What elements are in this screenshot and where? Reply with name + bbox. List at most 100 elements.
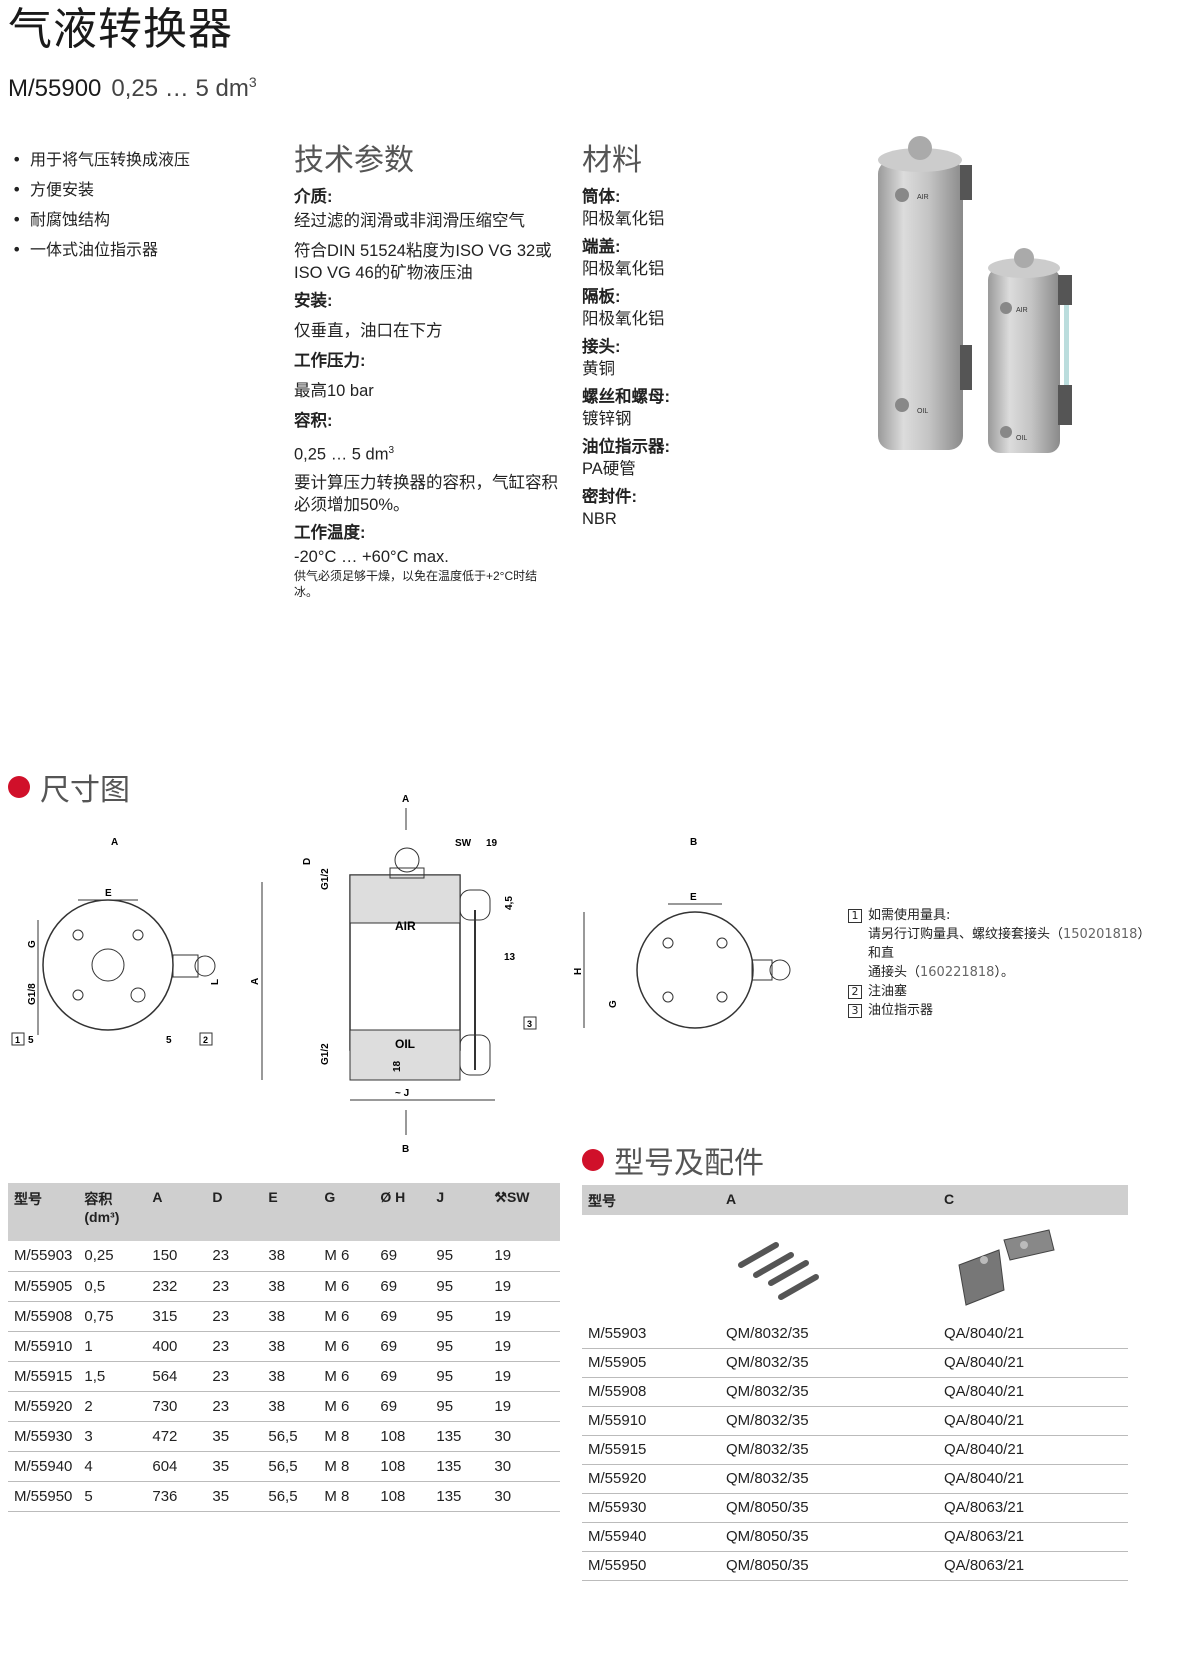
- col-header: D: [206, 1183, 263, 1241]
- dim-label: 19: [486, 838, 498, 849]
- table-cell: M/55920: [582, 1464, 720, 1494]
- table-cell: M 6: [318, 1241, 375, 1272]
- table-cell: 56,5: [262, 1421, 319, 1452]
- table-cell: QA/8040/21: [938, 1377, 1128, 1407]
- pin-set-image: [738, 1242, 819, 1300]
- table-cell: 19: [488, 1301, 560, 1332]
- material-value: 黄铜: [582, 360, 615, 378]
- table-cell: QM/8032/35: [720, 1319, 938, 1349]
- table-cell: QA/8040/21: [938, 1406, 1128, 1436]
- table-cell: 604: [146, 1451, 207, 1482]
- table-cell: 69: [374, 1361, 431, 1392]
- table-cell: 95: [430, 1301, 489, 1332]
- table-cell: QM/8032/35: [720, 1406, 938, 1436]
- table-cell: 38: [262, 1391, 319, 1422]
- table-cell: QM/8032/35: [720, 1377, 938, 1407]
- table-cell: 38: [262, 1271, 319, 1302]
- dim-label: 18: [392, 1060, 403, 1072]
- callout-number: 3: [527, 1019, 532, 1029]
- table-cell: 400: [146, 1331, 207, 1362]
- air-label: AIR: [917, 194, 929, 201]
- table-cell: 135: [430, 1421, 489, 1452]
- table-cell: M/55950: [582, 1551, 720, 1581]
- drawing-view-b: B E H G: [573, 837, 791, 1029]
- spec-label: 介质:: [294, 188, 333, 206]
- table-header-row: 型号 容积(dm³) A D E G Ø H J ⚒SW: [8, 1183, 560, 1241]
- dim-label: A: [250, 978, 261, 985]
- table-cell: 95: [430, 1391, 489, 1422]
- table-cell: M 6: [318, 1301, 375, 1332]
- col-header: 型号: [8, 1183, 79, 1241]
- table-cell: QM/8050/35: [720, 1522, 938, 1552]
- spec-label: 工作温度:: [294, 523, 366, 542]
- dim-label: 5: [28, 1035, 34, 1046]
- dim-label: 4,5: [504, 896, 515, 910]
- dim-label: G1/2: [320, 1043, 331, 1065]
- table-cell: M 8: [318, 1451, 375, 1482]
- material-label: 筒体:: [582, 188, 621, 206]
- table-cell: 0,5: [78, 1271, 147, 1302]
- table-cell: 19: [488, 1391, 560, 1422]
- table-cell: 19: [488, 1241, 560, 1272]
- table-cell: M/55940: [8, 1451, 79, 1482]
- table-cell: 5: [78, 1481, 147, 1512]
- table-cell: 69: [374, 1301, 431, 1332]
- table-cell: 56,5: [262, 1481, 319, 1512]
- spec-value: 最高10 bar: [294, 382, 374, 400]
- table-cell: 95: [430, 1361, 489, 1392]
- material-value: NBR: [582, 510, 617, 528]
- table-cell: QA/8063/21: [938, 1522, 1128, 1552]
- feature-item: 用于将气压转换成液压: [12, 145, 190, 175]
- table-cell: QA/8040/21: [938, 1348, 1128, 1378]
- dim-label: H: [573, 968, 584, 975]
- table-cell: M/55905: [582, 1348, 720, 1378]
- view-label: B: [690, 837, 697, 848]
- view-label: B: [402, 1144, 409, 1155]
- oil-label: OIL: [917, 408, 928, 415]
- table-cell: M/55950: [8, 1481, 79, 1512]
- dim-label: D: [302, 858, 313, 865]
- spec-value: 仅垂直，油口在下方: [294, 322, 443, 340]
- table-cell: 69: [374, 1391, 431, 1422]
- table-cell: 150: [146, 1241, 207, 1272]
- materials-heading: 材料: [582, 143, 642, 178]
- table-cell: 232: [146, 1271, 207, 1302]
- table-cell: 23: [206, 1391, 263, 1422]
- table-cell: QM/8050/35: [720, 1551, 938, 1581]
- material-value: 镀锌钢: [582, 410, 632, 428]
- table-cell: M/55908: [582, 1377, 720, 1407]
- bracket-image: [958, 1229, 1055, 1306]
- table-cell: 35: [206, 1451, 263, 1482]
- table-cell: 38: [262, 1241, 319, 1272]
- table-cell: 56,5: [262, 1451, 319, 1482]
- col-header: ⚒SW: [488, 1183, 560, 1241]
- table-cell: 19: [488, 1271, 560, 1302]
- accessories-table: 型号 A C: [582, 1185, 1128, 1581]
- col-header: 容积(dm³): [78, 1183, 147, 1241]
- col-header: E: [262, 1183, 319, 1241]
- table-cell: 69: [374, 1271, 431, 1302]
- port-label: AIR: [395, 919, 416, 933]
- table-cell: M/55908: [8, 1301, 79, 1332]
- feature-item: 方便安装: [12, 175, 190, 205]
- material-label: 端盖:: [582, 238, 621, 256]
- table-cell: M/55940: [582, 1522, 720, 1552]
- col-header: A: [146, 1183, 207, 1241]
- table-cell: 3: [78, 1421, 147, 1452]
- table-cell: 95: [430, 1331, 489, 1362]
- table-cell: M/55910: [8, 1331, 79, 1362]
- view-label: A: [402, 794, 409, 805]
